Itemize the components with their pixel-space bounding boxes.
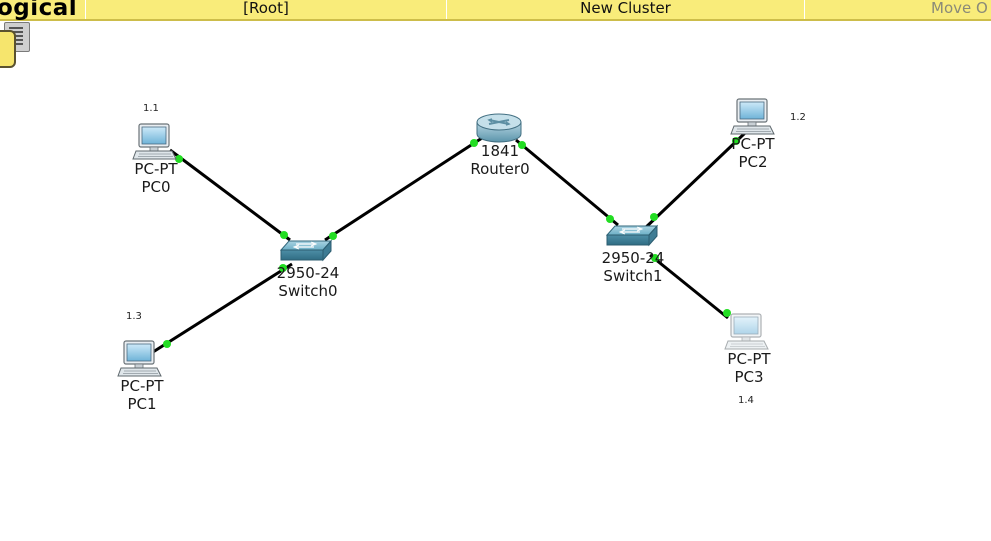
router0-name: Router0: [470, 160, 530, 178]
switch0-label[interactable]: 2950-24 Switch0: [277, 264, 340, 300]
yellow-tab-icon: [0, 30, 16, 68]
switch1-name: Switch1: [603, 267, 663, 285]
router0-label[interactable]: 1841 Router0: [470, 142, 529, 178]
pc2-label[interactable]: PC-PT PC2: [731, 135, 774, 171]
pc2-ip-note[interactable]: 1.2: [790, 112, 806, 123]
pc1-model: PC-PT: [120, 377, 164, 395]
logical-mode-title[interactable]: ogical: [0, 0, 78, 21]
router0-icon[interactable]: [476, 113, 522, 143]
link-switch1-pc2[interactable]: [641, 131, 747, 232]
link-pc1-switch0[interactable]: [152, 262, 293, 354]
toolbar-separator: [446, 0, 447, 19]
root-button[interactable]: [Root]: [243, 0, 289, 17]
link-switch0-router0[interactable]: [324, 136, 483, 242]
pc1-name: PC1: [127, 395, 157, 413]
workspace-toolbar: ogical [Root] New Cluster Move O: [0, 0, 991, 21]
switch1-icon[interactable]: [606, 225, 658, 246]
pc1-ip-note[interactable]: 1.3: [126, 311, 142, 322]
pc3-name: PC3: [734, 368, 764, 386]
switch1-label[interactable]: 2950-24 Switch1: [602, 249, 665, 285]
toolbar-separator: [804, 0, 805, 19]
switch0-name: Switch0: [278, 282, 338, 300]
pc3-label[interactable]: PC-PT PC3: [727, 350, 770, 386]
pc0-model: PC-PT: [134, 160, 178, 178]
pc0-label[interactable]: PC-PT PC0: [134, 160, 177, 196]
link-switch1-pc3[interactable]: [649, 253, 729, 320]
switch0-icon[interactable]: [280, 240, 332, 261]
link-status-lights: [163, 137, 740, 348]
pc1-icon[interactable]: [117, 340, 162, 377]
pc0-icon[interactable]: [132, 123, 177, 160]
pc0-ip-note[interactable]: 1.1: [143, 103, 159, 114]
pc2-name: PC2: [738, 153, 768, 171]
switch1-model: 2950-24: [601, 249, 665, 267]
switch0-model: 2950-24: [276, 264, 340, 282]
link-router0-switch1[interactable]: [515, 138, 619, 227]
viewport-toggle-button[interactable]: [0, 22, 34, 68]
pc2-icon[interactable]: [730, 98, 775, 135]
router0-model: 1841: [480, 142, 520, 160]
pc3-model: PC-PT: [727, 350, 771, 368]
new-cluster-button[interactable]: New Cluster: [580, 0, 671, 17]
pc0-name: PC0: [141, 178, 171, 196]
toolbar-separator: [85, 0, 86, 19]
pc3-icon[interactable]: [725, 314, 768, 349]
pc3-ip-note[interactable]: 1.4: [738, 395, 754, 406]
pc2-model: PC-PT: [731, 135, 775, 153]
link-pc0-switch0[interactable]: [169, 148, 291, 242]
pc1-label[interactable]: PC-PT PC1: [120, 377, 163, 413]
move-object-button[interactable]: Move O: [931, 0, 988, 17]
